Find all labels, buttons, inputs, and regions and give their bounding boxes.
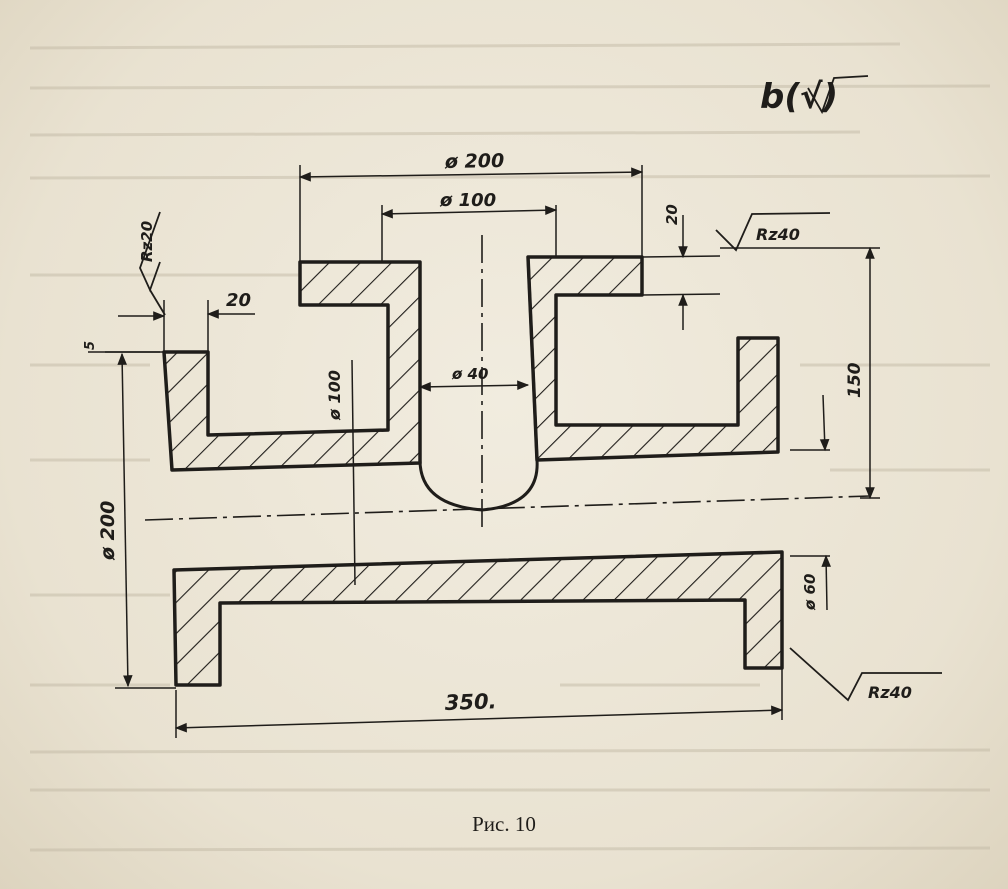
general-roughness-check bbox=[807, 75, 869, 115]
roughness-leader-left bbox=[139, 211, 161, 293]
roughness-top-label: Rz40 bbox=[756, 225, 800, 244]
roughness-left-label: Rz20 bbox=[138, 221, 156, 262]
roughness-leader-top bbox=[715, 212, 831, 252]
dim-flange-thickness-top: 20 bbox=[663, 204, 681, 225]
dim-branch-diameter: ø 100 bbox=[439, 190, 496, 211]
figure-caption: Рис. 10 bbox=[472, 812, 536, 836]
roughness-right-label: Rz40 bbox=[868, 683, 912, 702]
dim-small-mark: 5 bbox=[83, 341, 98, 350]
section-hatching bbox=[162, 255, 784, 687]
dimension-texts: ø 200 ø 100 20 20 ø 40 ø 100 150 ø 200 ø… bbox=[83, 77, 912, 715]
general-roughness-mark: b(√) bbox=[760, 77, 838, 117]
background-text-lines bbox=[29, 42, 991, 852]
dim-flange-diameter-top: ø 200 bbox=[444, 150, 505, 173]
vertical-bore bbox=[418, 256, 539, 512]
dim-bore-diameter-vertical: ø 40 bbox=[451, 365, 488, 383]
roughness-symbols bbox=[139, 75, 942, 702]
right-upper-wall bbox=[526, 255, 780, 462]
roughness-leader-right bbox=[789, 647, 942, 702]
lower-wall bbox=[172, 550, 784, 687]
dimension-lines bbox=[88, 165, 880, 738]
dim-bore-diameter-horizontal: ø 60 bbox=[801, 574, 819, 611]
dim-overall-length: 350. bbox=[444, 689, 497, 715]
left-flange-upper-wall bbox=[162, 260, 422, 472]
dim-left-flange-diameter: ø 200 bbox=[97, 501, 119, 561]
dim-height-overall: 150 bbox=[845, 362, 865, 398]
dim-pipe-diameter-mark: ø 100 bbox=[325, 370, 344, 421]
dim-left-flange-width: 20 bbox=[226, 290, 251, 311]
